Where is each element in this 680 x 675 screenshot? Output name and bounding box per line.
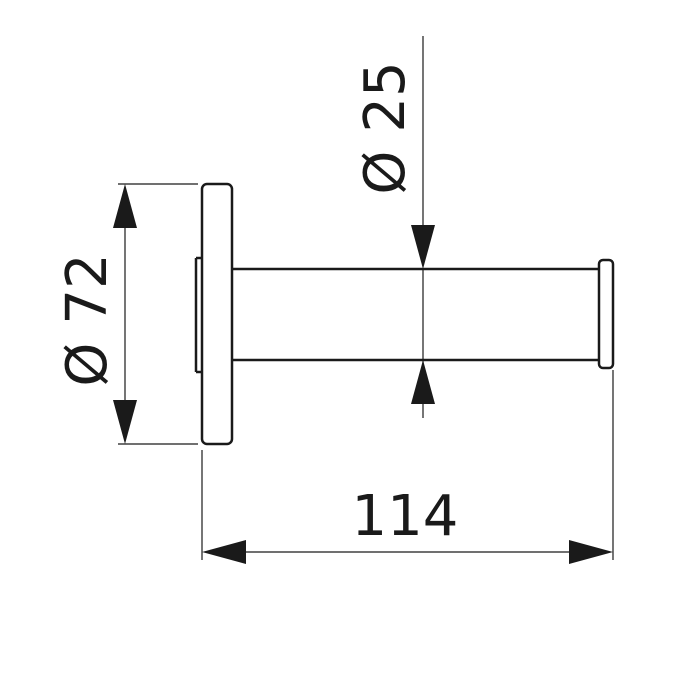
rod-diameter-label: Ø 25	[353, 61, 418, 194]
arrowhead-right	[569, 540, 613, 564]
flange-diameter-label: Ø 72	[55, 253, 120, 386]
arrowhead-up	[113, 184, 137, 228]
arrowhead-left	[202, 540, 246, 564]
overall-length-dimension: 114	[201, 370, 614, 564]
flange-diameter-dimension: Ø 72	[55, 183, 198, 445]
arrowhead-down	[113, 400, 137, 444]
rod-end-cap	[597, 258, 615, 370]
flange-plate	[200, 182, 234, 446]
arrowhead-down	[411, 225, 435, 269]
wall-flange	[194, 182, 234, 446]
arrowhead-up	[411, 360, 435, 404]
rod-diameter-dimension: Ø 25	[353, 36, 435, 418]
overall-length-label: 114	[352, 484, 459, 549]
rod	[232, 258, 615, 370]
